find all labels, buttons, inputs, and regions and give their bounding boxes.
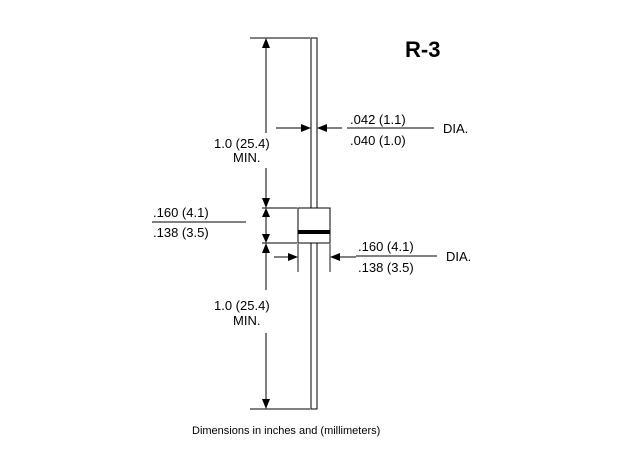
body-diameter-max: .160 (4.1) <box>358 239 414 254</box>
body-length-min: .138 (3.5) <box>153 225 209 240</box>
cathode-band <box>298 230 330 234</box>
body-length-dimension: .160 (4.1) .138 (3.5) <box>152 205 270 243</box>
upper-lead <box>310 37 318 209</box>
lead-diameter-min: .040 (1.0) <box>350 133 406 148</box>
body-diameter-suffix: DIA. <box>446 249 471 264</box>
body-diameter-dimension: .160 (4.1) .138 (3.5) DIA. <box>274 239 471 275</box>
lower-lead-length-dimension: 1.0 (25.4) MIN. <box>214 243 270 409</box>
lower-lead-length-value: 1.0 (25.4) <box>214 298 270 313</box>
arrowhead <box>330 253 340 261</box>
upper-lead-length-value: 1.0 (25.4) <box>214 136 270 151</box>
extension-lines <box>250 37 310 410</box>
lower-lead-length-min: MIN. <box>233 313 260 328</box>
arrowhead <box>262 243 270 253</box>
arrowhead <box>301 124 311 132</box>
diode-component <box>297 37 331 410</box>
body-diameter-min: .138 (3.5) <box>358 260 414 275</box>
upper-lead-length-dimension: 1.0 (25.4) MIN. <box>214 38 270 208</box>
lead-diameter-max: .042 (1.1) <box>350 112 406 127</box>
diode-body <box>297 207 331 244</box>
arrowhead <box>317 124 327 132</box>
body-length-max: .160 (4.1) <box>153 205 209 220</box>
arrowhead <box>262 399 270 409</box>
package-title: R-3 <box>405 37 440 62</box>
upper-lead-length-min: MIN. <box>233 150 260 165</box>
arrowhead <box>262 38 270 48</box>
arrowhead <box>288 253 298 261</box>
lower-lead <box>310 242 318 410</box>
arrowhead <box>262 234 270 243</box>
arrowhead <box>262 198 270 208</box>
dimensions-caption: Dimensions in inches and (millimeters) <box>192 425 380 437</box>
lead-diameter-dimension: .042 (1.1) .040 (1.0) DIA. <box>276 112 468 148</box>
lead-diameter-suffix: DIA. <box>443 121 468 136</box>
arrowhead <box>262 208 270 217</box>
